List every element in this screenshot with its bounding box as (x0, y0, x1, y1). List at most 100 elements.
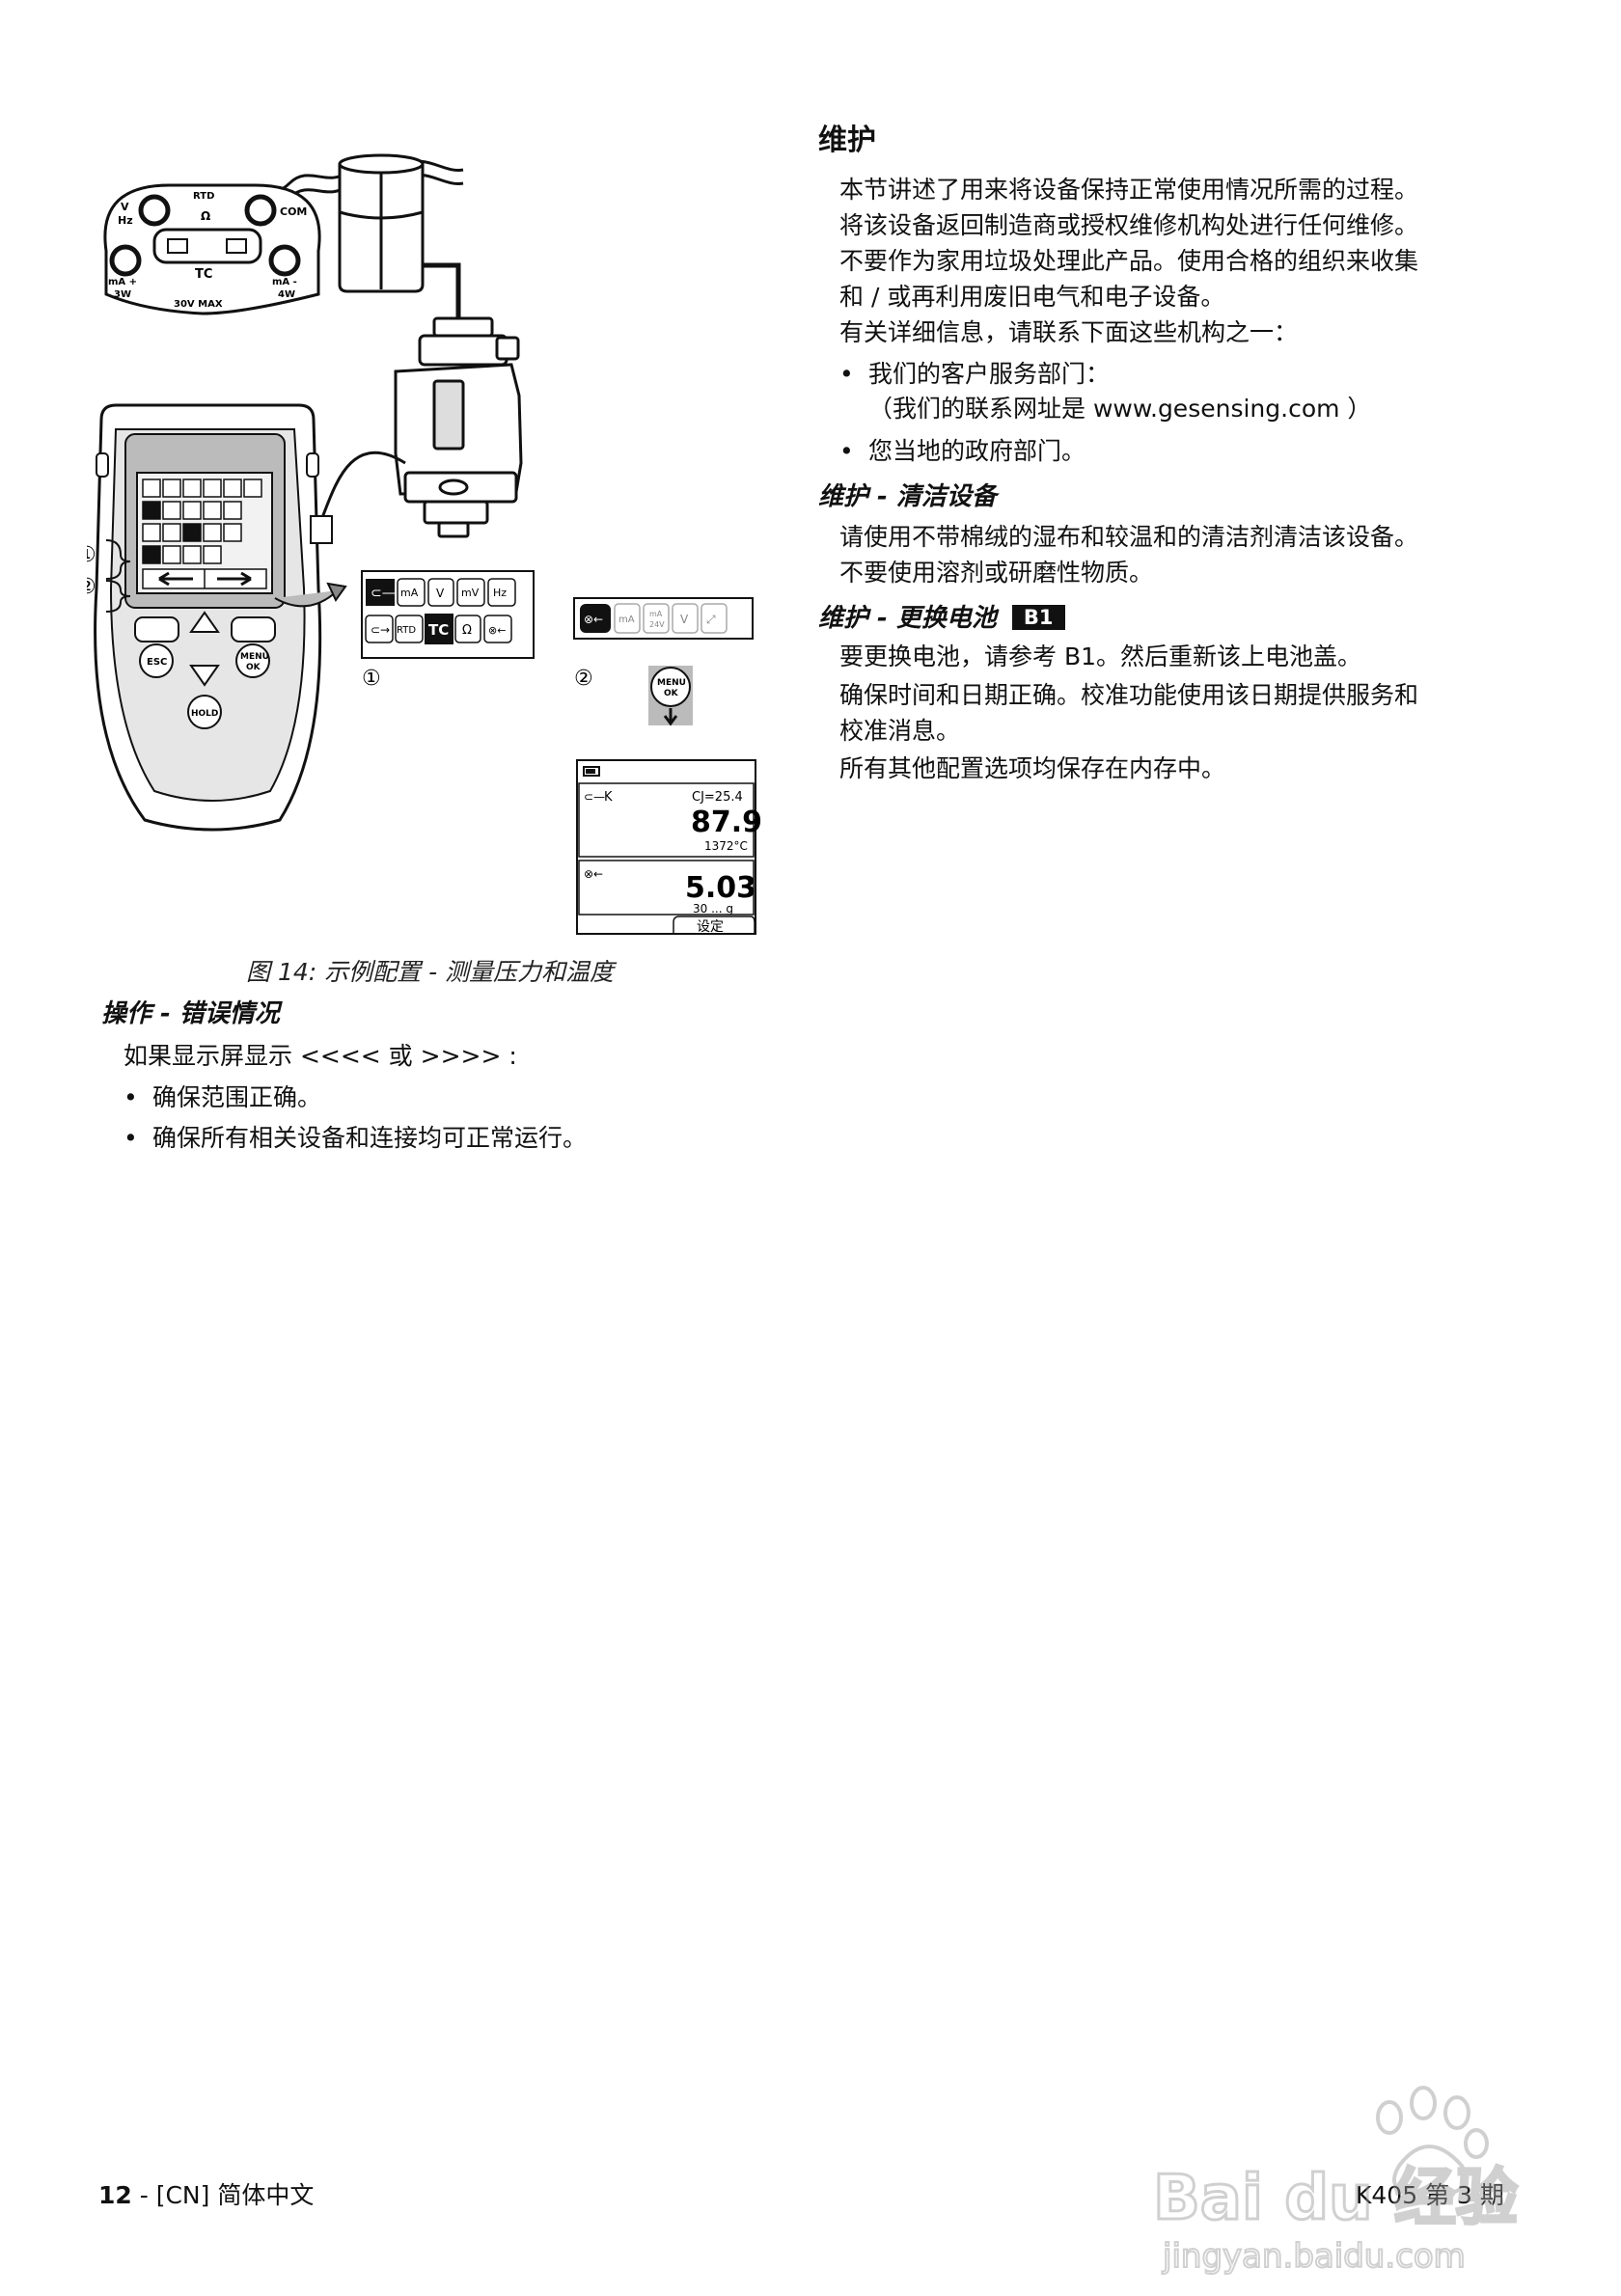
panel1-v: V (436, 587, 445, 600)
menu-step-line2: OK (664, 689, 679, 698)
zoom-arrow (274, 589, 339, 608)
baidu-watermark: Bai du 经验 jingyan.baidu.com (1153, 2086, 1519, 2277)
panel1-rtd: RTD (397, 625, 416, 636)
esc-key-label: ESC (147, 657, 167, 668)
handheld-calibrator: ESC MENU OK HOLD (94, 403, 333, 832)
key-down-icon[interactable] (189, 665, 220, 687)
esc-key[interactable] (139, 643, 174, 678)
channel1-value: 87.9 (691, 806, 762, 839)
maintenance-heading: 维护 (818, 123, 876, 157)
battery-line-1: 要更换电池，请参考 B1。然后重新该上电池盖。 (839, 642, 1362, 670)
svg-text:⊂—: ⊂— (371, 586, 396, 601)
svg-text:⊂→: ⊂→ (371, 623, 390, 637)
channel1-range: 1372°C (704, 839, 748, 853)
figure-caption: 图 14: 示例配置 - 测量压力和温度 (246, 958, 615, 986)
label-tc: TC (195, 267, 212, 282)
label-com: COM (280, 205, 307, 218)
softkey-set-label: 设定 (697, 919, 724, 935)
connector-panel: V Hz RTD Ω COM TC mA + 3W mA - 4W 30V MA… (103, 183, 321, 315)
panel1-hz: Hz (493, 587, 507, 599)
callout-two: ② (87, 575, 96, 599)
softkey-left[interactable] (134, 616, 179, 642)
error-bullet-2: •确保所有相关设备和连接均可正常运行。 (124, 1124, 588, 1152)
pressure-hose (423, 262, 461, 318)
battery-line-2: 确保时间和日期正确。校准功能使用该日期提供服务和 (839, 681, 1419, 709)
menu-panel-2: ⊗← mA mA 24V V ⤢ (573, 597, 754, 640)
maintenance-para-5: 有关详细信息，请联系下面这些机构之一： (839, 318, 1299, 346)
label-ma-minus: mA - (272, 277, 297, 287)
contact-url-note: （我们的联系网址是 www.gesensing.com ） (868, 395, 1372, 423)
contact-bullet-2-text: 您当地的政府部门。 (868, 437, 1086, 465)
panel1-callout: ① (362, 667, 381, 691)
svg-text:mA: mA (649, 610, 663, 618)
arrow-right-icon (217, 571, 252, 587)
label-30v-max: 30V MAX (174, 299, 223, 310)
battery-heading-text: 维护 - 更换电池 (818, 604, 997, 633)
maintenance-para-1: 本节讲述了用来将设备保持正常使用情况所需的过程。 (839, 176, 1419, 204)
label-hz: Hz (118, 214, 133, 227)
example-configuration-figure: V Hz RTD Ω COM TC mA + 3W mA - 4W 30V MA… (87, 153, 762, 935)
error-heading: 操作 - 错误情况 (101, 999, 280, 1028)
maintenance-para-2: 将该设备返回制造商或授权维修机构处进行任何维修。 (839, 211, 1419, 239)
channel1-cj: CJ=25.4 (692, 790, 743, 805)
channel1-type: K (604, 790, 613, 805)
maintenance-para-3: 不要作为家用垃圾处理此产品。使用合格的组织来收集 (839, 247, 1419, 275)
contact-bullet-1: •我们的客户服务部门： (839, 360, 1111, 388)
panel1-omega: Ω (462, 623, 472, 638)
ok-key-label: OK (246, 663, 261, 672)
callout-one: ① (87, 543, 96, 567)
cleaning-heading: 维护 - 清洁设备 (818, 482, 997, 511)
watermark-url: jingyan.baidu.com (1162, 2237, 1466, 2276)
battery-line-4: 所有其他配置选项均保存在内存中。 (839, 754, 1226, 782)
label-rtd: RTD (193, 191, 214, 202)
panel2-ma: mA (618, 615, 635, 625)
footer-page-info: 12 - [CN] 简体中文 (98, 2176, 314, 2211)
svg-text:⤢: ⤢ (705, 613, 716, 626)
menu-ok-key[interactable] (235, 643, 270, 678)
hold-key[interactable] (187, 695, 222, 729)
label-3w: 3W (114, 289, 131, 300)
display-screen: ⊂— K CJ=25.4 87.9 1372°C ⊗← 5.03 30 ... … (576, 759, 762, 935)
error-intro: 如果显示屏显示 <<<< 或 >>>> : (124, 1042, 517, 1070)
contact-bullet-2: •您当地的政府部门。 (839, 437, 1086, 465)
softkey-right[interactable] (231, 616, 276, 642)
pressure-module (394, 316, 523, 538)
svg-text:⊗←: ⊗← (488, 624, 506, 637)
menu-key-label: MENU (240, 652, 269, 662)
panel1-ma: mA (400, 587, 419, 599)
menu-panel-1: ⊂— mA V mV Hz ⊂→ RTD TC Ω ⊗← (361, 570, 535, 659)
error-bullet-1: •确保范围正确。 (124, 1083, 322, 1111)
panel2-v: V (680, 613, 689, 626)
svg-text:⊂—: ⊂— (584, 790, 605, 804)
panel1-mv: mV (461, 587, 480, 599)
softkey-set[interactable] (673, 916, 756, 933)
footer-issue: K405 第 3 期 (1356, 2181, 1504, 2209)
side-connector (310, 515, 333, 544)
label-omega: Ω (201, 209, 210, 223)
channel2-range: 30 ... g (693, 902, 733, 916)
svg-text:⊗←: ⊗← (584, 613, 603, 626)
channel2-value: 5.03 (685, 871, 756, 905)
error-bullet-2-text: 确保所有相关设备和连接均可正常运行。 (152, 1124, 588, 1152)
label-v: V (121, 201, 129, 213)
panel2-24v: 24V (649, 620, 665, 629)
page-number: 12 (98, 2181, 132, 2209)
panel1-tc: TC (428, 621, 449, 639)
panel2-callout: ② (574, 667, 593, 691)
menu-ok-step: MENU OK (648, 666, 693, 726)
key-up-icon[interactable] (189, 611, 220, 633)
maintenance-para-4: 和 / 或再利用废旧电气和电子设备。 (839, 283, 1225, 311)
battery-line-3: 校准消息。 (839, 717, 961, 745)
label-4w: 4W (278, 289, 295, 300)
arrow-left-icon (158, 571, 193, 587)
contact-bullet-1-text: 我们的客户服务部门： (868, 360, 1111, 388)
label-ma-plus: mA + (108, 277, 137, 287)
cleaning-line-1: 请使用不带棉绒的湿布和较温和的清洁剂清洁该设备。 (839, 523, 1419, 551)
hold-key-label: HOLD (191, 709, 218, 719)
footer-language: - [CN] 简体中文 (139, 2181, 315, 2209)
watermark-brand: Bai du 经验 (1153, 2163, 1518, 2234)
error-bullet-1-text: 确保范围正确。 (152, 1083, 322, 1111)
svg-text:⊗←: ⊗← (584, 867, 603, 881)
menu-step-line1: MENU (657, 678, 686, 688)
